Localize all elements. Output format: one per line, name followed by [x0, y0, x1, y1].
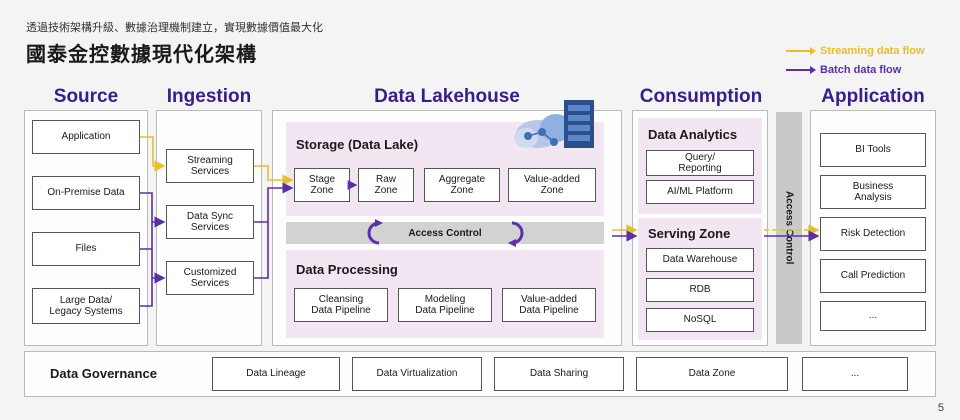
stage-zone: Stage Zone — [294, 168, 350, 202]
gov-data-zone: Data Zone — [636, 357, 788, 391]
value-added-zone: Value-added Zone — [508, 168, 596, 202]
ingestion-data-sync-services: Data Sync Services — [166, 205, 254, 239]
governance-title: Data Governance — [50, 366, 157, 381]
source-on-premise-data: On-Premise Data — [32, 176, 140, 210]
value-added-pipeline: Value-added Data Pipeline — [502, 288, 596, 322]
app-risk-detection: Risk Detection — [820, 217, 926, 251]
section-lakehouse-heading: Data Lakehouse — [374, 86, 520, 107]
legend-batch: Batch data flow — [786, 64, 901, 76]
gov-data-sharing: Data Sharing — [494, 357, 624, 391]
data-warehouse: Data Warehouse — [646, 248, 754, 272]
app-more: ... — [820, 301, 926, 331]
legend-streaming-label: Streaming data flow — [820, 45, 925, 57]
legend-batch-label: Batch data flow — [820, 64, 902, 76]
access-control-vertical-label: Access Control — [783, 191, 795, 265]
section-ingestion-heading: Ingestion — [166, 86, 252, 107]
analytics-title: Data Analytics — [648, 127, 738, 142]
nosql: NoSQL — [646, 308, 754, 332]
ingestion-customized-services: Customized Services — [166, 261, 254, 295]
section-source-heading: Source — [53, 86, 119, 107]
refresh-right-icon — [508, 221, 524, 247]
app-business-analysis: Business Analysis — [820, 175, 926, 209]
rdb: RDB — [646, 278, 754, 302]
modeling-pipeline: Modeling Data Pipeline — [398, 288, 492, 322]
lakehouse-access-control: Access Control — [286, 222, 604, 244]
app-call-prediction: Call Prediction — [820, 259, 926, 293]
gov-data-lineage: Data Lineage — [212, 357, 340, 391]
consumption-access-control: Access Control — [776, 112, 802, 344]
refresh-left-icon — [367, 219, 383, 245]
cleansing-pipeline: Cleansing Data Pipeline — [294, 288, 388, 322]
serving-title: Serving Zone — [648, 226, 731, 241]
processing-title: Data Processing — [296, 262, 398, 277]
section-consumption-heading: Consumption — [639, 86, 763, 107]
aggregate-zone: Aggregate Zone — [424, 168, 500, 202]
streaming-arrow-icon — [786, 47, 816, 55]
ai-ml-platform: AI/ML Platform — [646, 180, 754, 204]
cloud-server-icon — [514, 100, 594, 148]
raw-zone: Raw Zone — [358, 168, 414, 202]
page-number: 5 — [937, 402, 944, 414]
ingestion-streaming-services: Streaming Services — [166, 149, 254, 183]
section-application-heading: Application — [821, 86, 925, 107]
gov-more: ... — [802, 357, 908, 391]
gov-data-virtualization: Data Virtualization — [352, 357, 482, 391]
source-files: Files — [32, 232, 140, 266]
batch-arrow-icon — [786, 66, 816, 74]
source-application: Application — [32, 120, 140, 154]
query-reporting: Query/ Reporting — [646, 150, 754, 176]
page-subtitle: 透過技術架構升級、數據治理機制建立，實現數據價值最大化 — [26, 22, 323, 34]
page-title: 國泰金控數據現代化架構 — [26, 44, 257, 66]
source-large-data: Large Data/ Legacy Systems — [32, 288, 140, 324]
legend-streaming: Streaming data flow — [786, 45, 925, 57]
storage-title: Storage (Data Lake) — [296, 137, 419, 152]
app-bi-tools: BI Tools — [820, 133, 926, 167]
